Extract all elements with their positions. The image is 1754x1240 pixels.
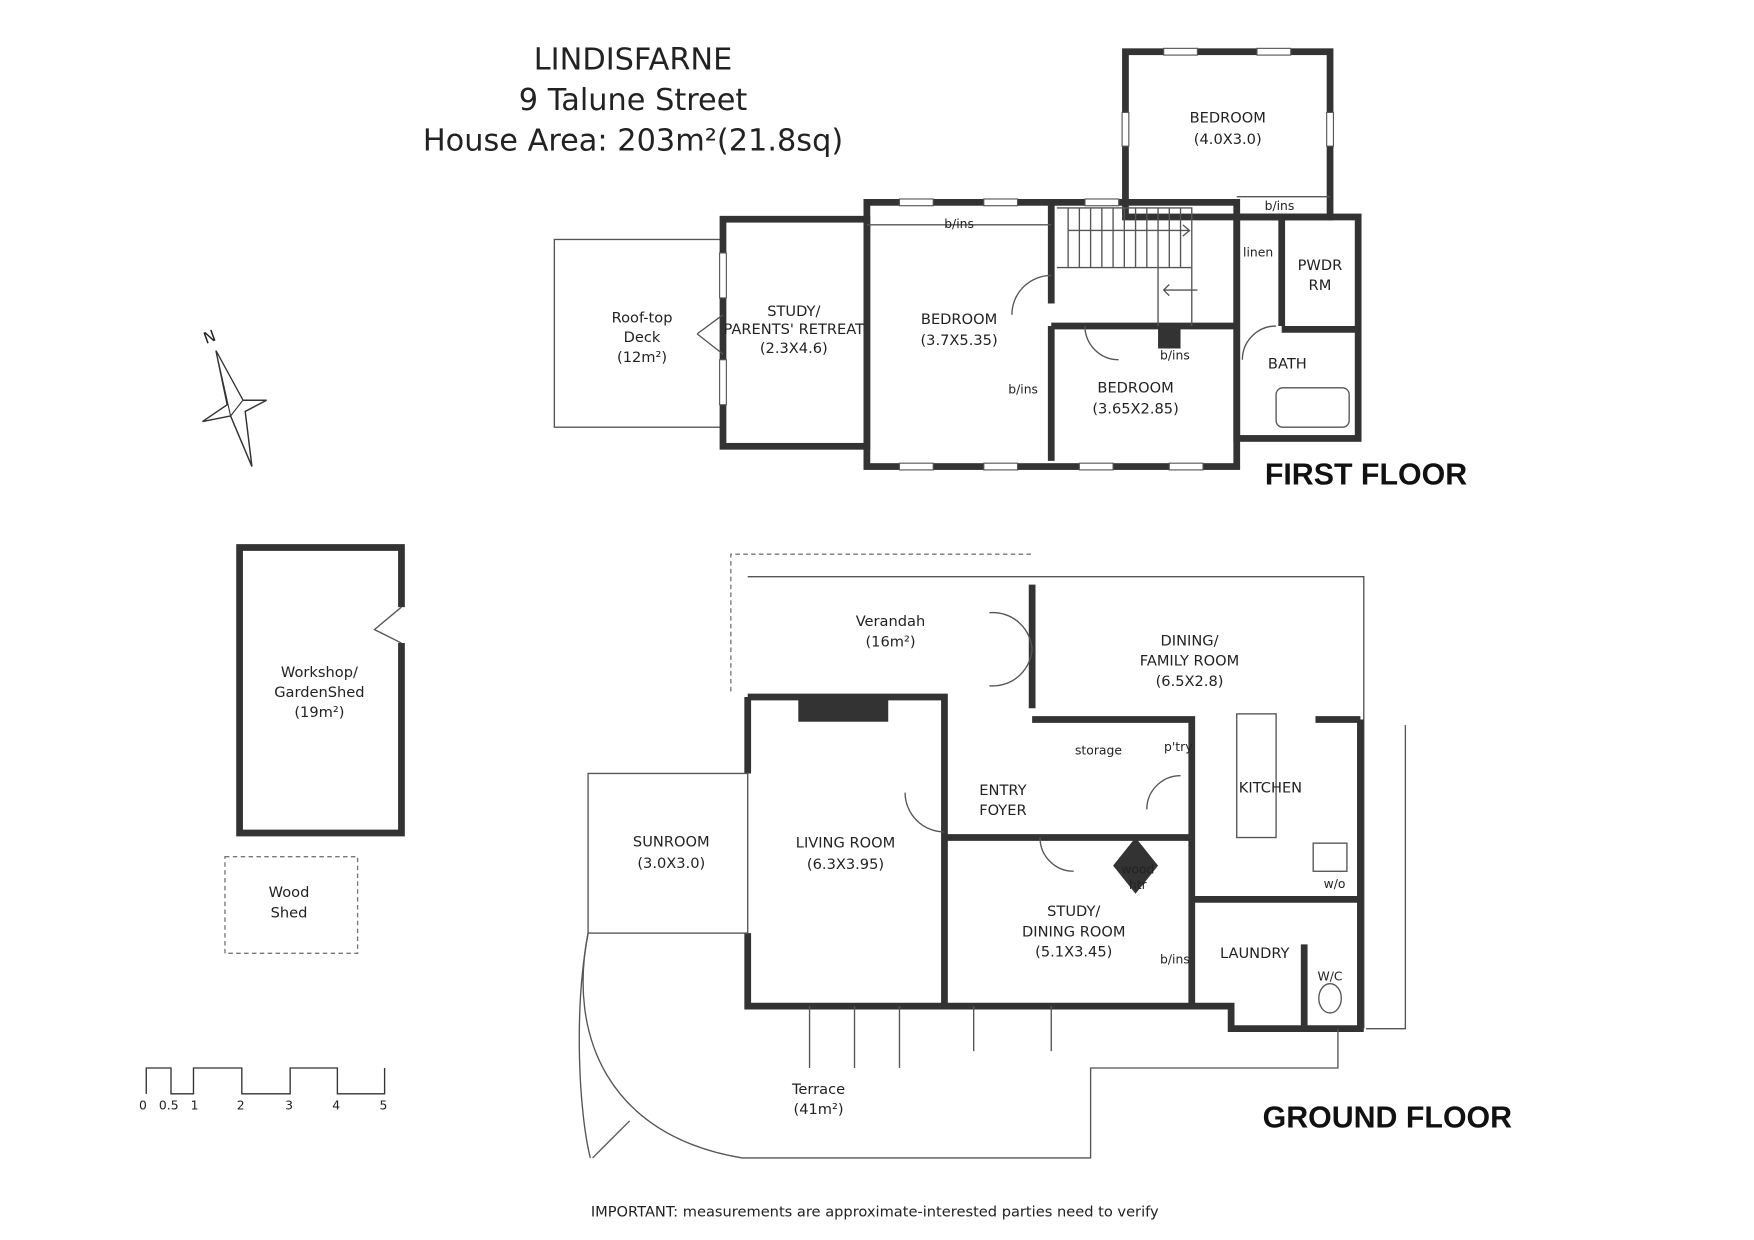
scale-bar: 0 0.5 1 2 3 4 5	[139, 1067, 388, 1113]
stove	[1312, 842, 1348, 872]
scale-tick: 0	[139, 1099, 147, 1113]
room-name: p'try	[1164, 740, 1193, 754]
address: 9 Talune Street	[519, 83, 748, 118]
room-size: (41m²)	[794, 1101, 844, 1118]
property-name: LINDISFARNE	[534, 43, 733, 78]
room-name: PWDR	[1298, 257, 1343, 274]
room-name: LAUNDRY	[1220, 945, 1290, 962]
kitchen-island	[1236, 713, 1277, 839]
ground-floor-plan: Verandah (16m²) DINING/ FAMILY ROOM (6.5…	[578, 553, 1513, 1159]
room-name: w/o	[1324, 877, 1346, 891]
interior-walls	[1047, 202, 1359, 461]
room-name: htr	[1129, 878, 1148, 892]
north-label: N	[201, 326, 219, 348]
wood-shed-outline	[224, 855, 359, 955]
room-name: BATH	[1268, 356, 1307, 373]
scale-tick: 4	[332, 1099, 340, 1113]
room-name: RM	[1309, 277, 1332, 294]
room-size: (6.3X3.95)	[807, 856, 884, 873]
room-size: (4.0X3.0)	[1194, 131, 1262, 148]
built-ins-label: b/ins	[1160, 952, 1190, 966]
room-name: Deck	[624, 329, 661, 346]
room-name: W/C	[1318, 969, 1343, 983]
room-size: (5.1X3.45)	[1035, 944, 1112, 961]
room-name: STUDY/	[1047, 903, 1100, 920]
ground-floor-title: GROUND FLOOR	[1263, 1102, 1513, 1135]
room-name: Wood	[269, 884, 310, 901]
room-name: ENTRY	[979, 782, 1026, 799]
room-name: Workshop/	[281, 664, 358, 681]
room-name: KITCHEN	[1239, 780, 1302, 797]
room-name: LIVING ROOM	[796, 835, 895, 852]
first-floor-title: FIRST FLOOR	[1265, 459, 1467, 492]
built-ins-label: b/ins	[1265, 199, 1295, 213]
room-name: Terrace	[791, 1081, 845, 1098]
room-name: wood	[1121, 863, 1154, 877]
ground-walls	[744, 584, 1364, 1033]
room-name: linen	[1243, 245, 1273, 259]
room-size: (6.5X2.8)	[1156, 673, 1224, 690]
room-size: (19m²)	[294, 704, 344, 721]
room-name: STUDY/	[767, 303, 820, 320]
room-name: Roof-top	[612, 310, 673, 327]
scale-tick: 0.5	[159, 1099, 179, 1113]
stairs	[1056, 207, 1198, 327]
disclaimer: IMPORTANT: measurements are approximate-…	[591, 1203, 1159, 1220]
terrace-outline	[582, 932, 1339, 1159]
room-name: BEDROOM	[921, 311, 997, 328]
verandah-outline	[730, 553, 1033, 692]
scale-tick: 1	[191, 1099, 199, 1113]
scale-tick: 5	[380, 1099, 388, 1113]
workshop-walls	[236, 544, 405, 837]
room-size: (16m²)	[865, 633, 915, 650]
room-name: BEDROOM	[1190, 110, 1266, 127]
north-arrow-icon: N	[201, 326, 267, 467]
room-name: PARENTS' RETREAT	[724, 321, 865, 338]
first-floor-plan: BEDROOM (4.0X3.0) STUDY/ PARENTS' RETREA…	[553, 47, 1467, 492]
room-name: FAMILY ROOM	[1140, 653, 1240, 670]
outbuildings: Workshop/ GardenShed (19m²) Wood Shed	[224, 544, 405, 955]
scale-tick: 2	[237, 1099, 245, 1113]
room-name: DINING/	[1161, 632, 1219, 649]
house-area: House Area: 203m²(21.8sq)	[423, 124, 843, 159]
room-name: FOYER	[979, 802, 1026, 819]
room-size: (2.3X4.6)	[760, 340, 828, 357]
room-name: BEDROOM	[1097, 379, 1173, 396]
room-size: (3.65X2.85)	[1092, 401, 1178, 418]
toilet	[1318, 983, 1342, 1014]
room-name: Shed	[271, 904, 308, 921]
room-name: DINING ROOM	[1022, 923, 1125, 940]
scale-tick: 3	[285, 1099, 293, 1113]
sunroom-outline	[587, 772, 749, 934]
room-name: SUNROOM	[633, 834, 710, 851]
room-name: storage	[1075, 743, 1122, 757]
built-ins-label: b/ins	[1160, 349, 1190, 363]
built-ins-label: b/ins	[944, 217, 974, 231]
built-ins-label: b/ins	[1008, 382, 1038, 396]
header: LINDISFARNE 9 Talune Street House Area: …	[423, 43, 843, 159]
room-name: Verandah	[856, 613, 926, 630]
room-size: (3.0X3.0)	[637, 855, 705, 872]
room-name: GardenShed	[274, 684, 364, 701]
bathtub	[1275, 387, 1350, 428]
room-size: (12m²)	[617, 349, 667, 366]
room-size: (3.7X5.35)	[920, 332, 997, 349]
